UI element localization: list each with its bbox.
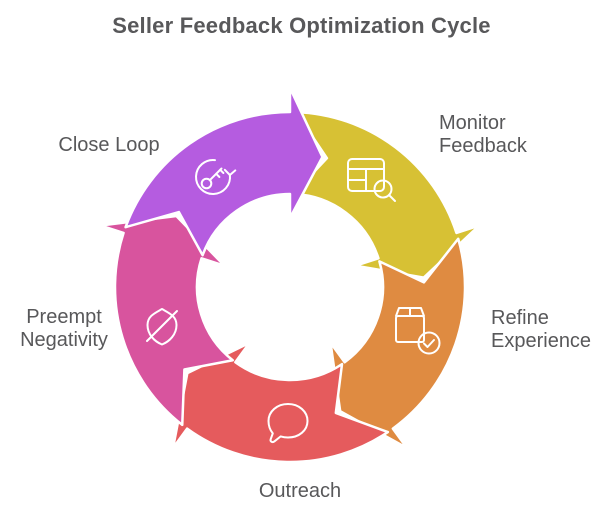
package-check-icon <box>395 307 441 355</box>
label-close-loop: Close Loop <box>58 134 160 156</box>
key-rotation-icon <box>195 159 237 195</box>
label-monitor-feedback: Monitor Feedback <box>439 112 527 157</box>
label-refine-experience: Refine Experience <box>491 307 592 352</box>
label-outreach: Outreach <box>258 480 342 502</box>
page-title: Seller Feedback Optimization Cycle <box>112 13 491 38</box>
leaf-slash-icon <box>146 308 178 346</box>
table-search-icon <box>347 158 396 202</box>
label-preempt-negativity: Preempt Negativity <box>20 306 108 351</box>
speech-bubble-icon <box>267 403 309 444</box>
